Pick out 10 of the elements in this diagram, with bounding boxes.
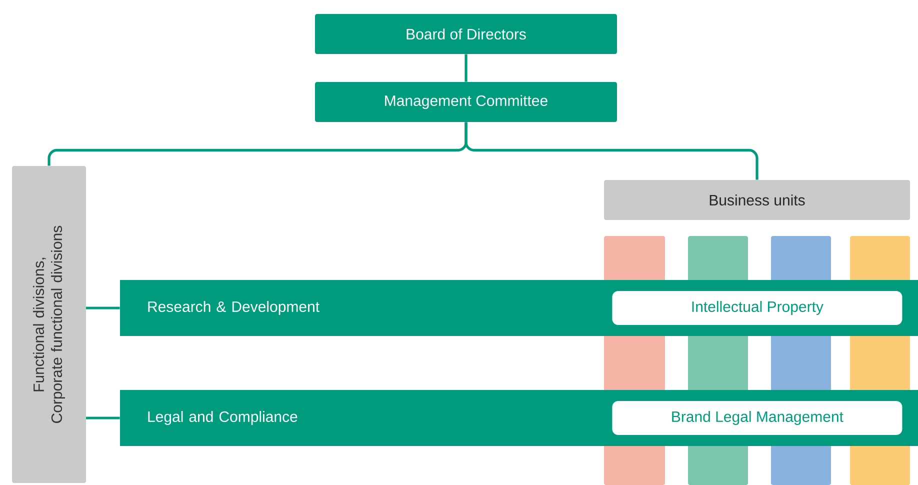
connector-line bbox=[464, 54, 468, 82]
org-box: Management Committee bbox=[315, 82, 617, 122]
function-label-box: Intellectual Property bbox=[612, 291, 902, 325]
function-label-box: Brand Legal Management bbox=[612, 401, 902, 435]
connector-line bbox=[86, 306, 120, 310]
connector-line bbox=[86, 416, 120, 420]
connector-line bbox=[464, 122, 758, 180]
division-box: Functional divisions, Corporate functional divisions bbox=[12, 166, 86, 483]
org-box: Board of Directors bbox=[315, 14, 617, 54]
business-units-box: Business units bbox=[604, 180, 910, 220]
